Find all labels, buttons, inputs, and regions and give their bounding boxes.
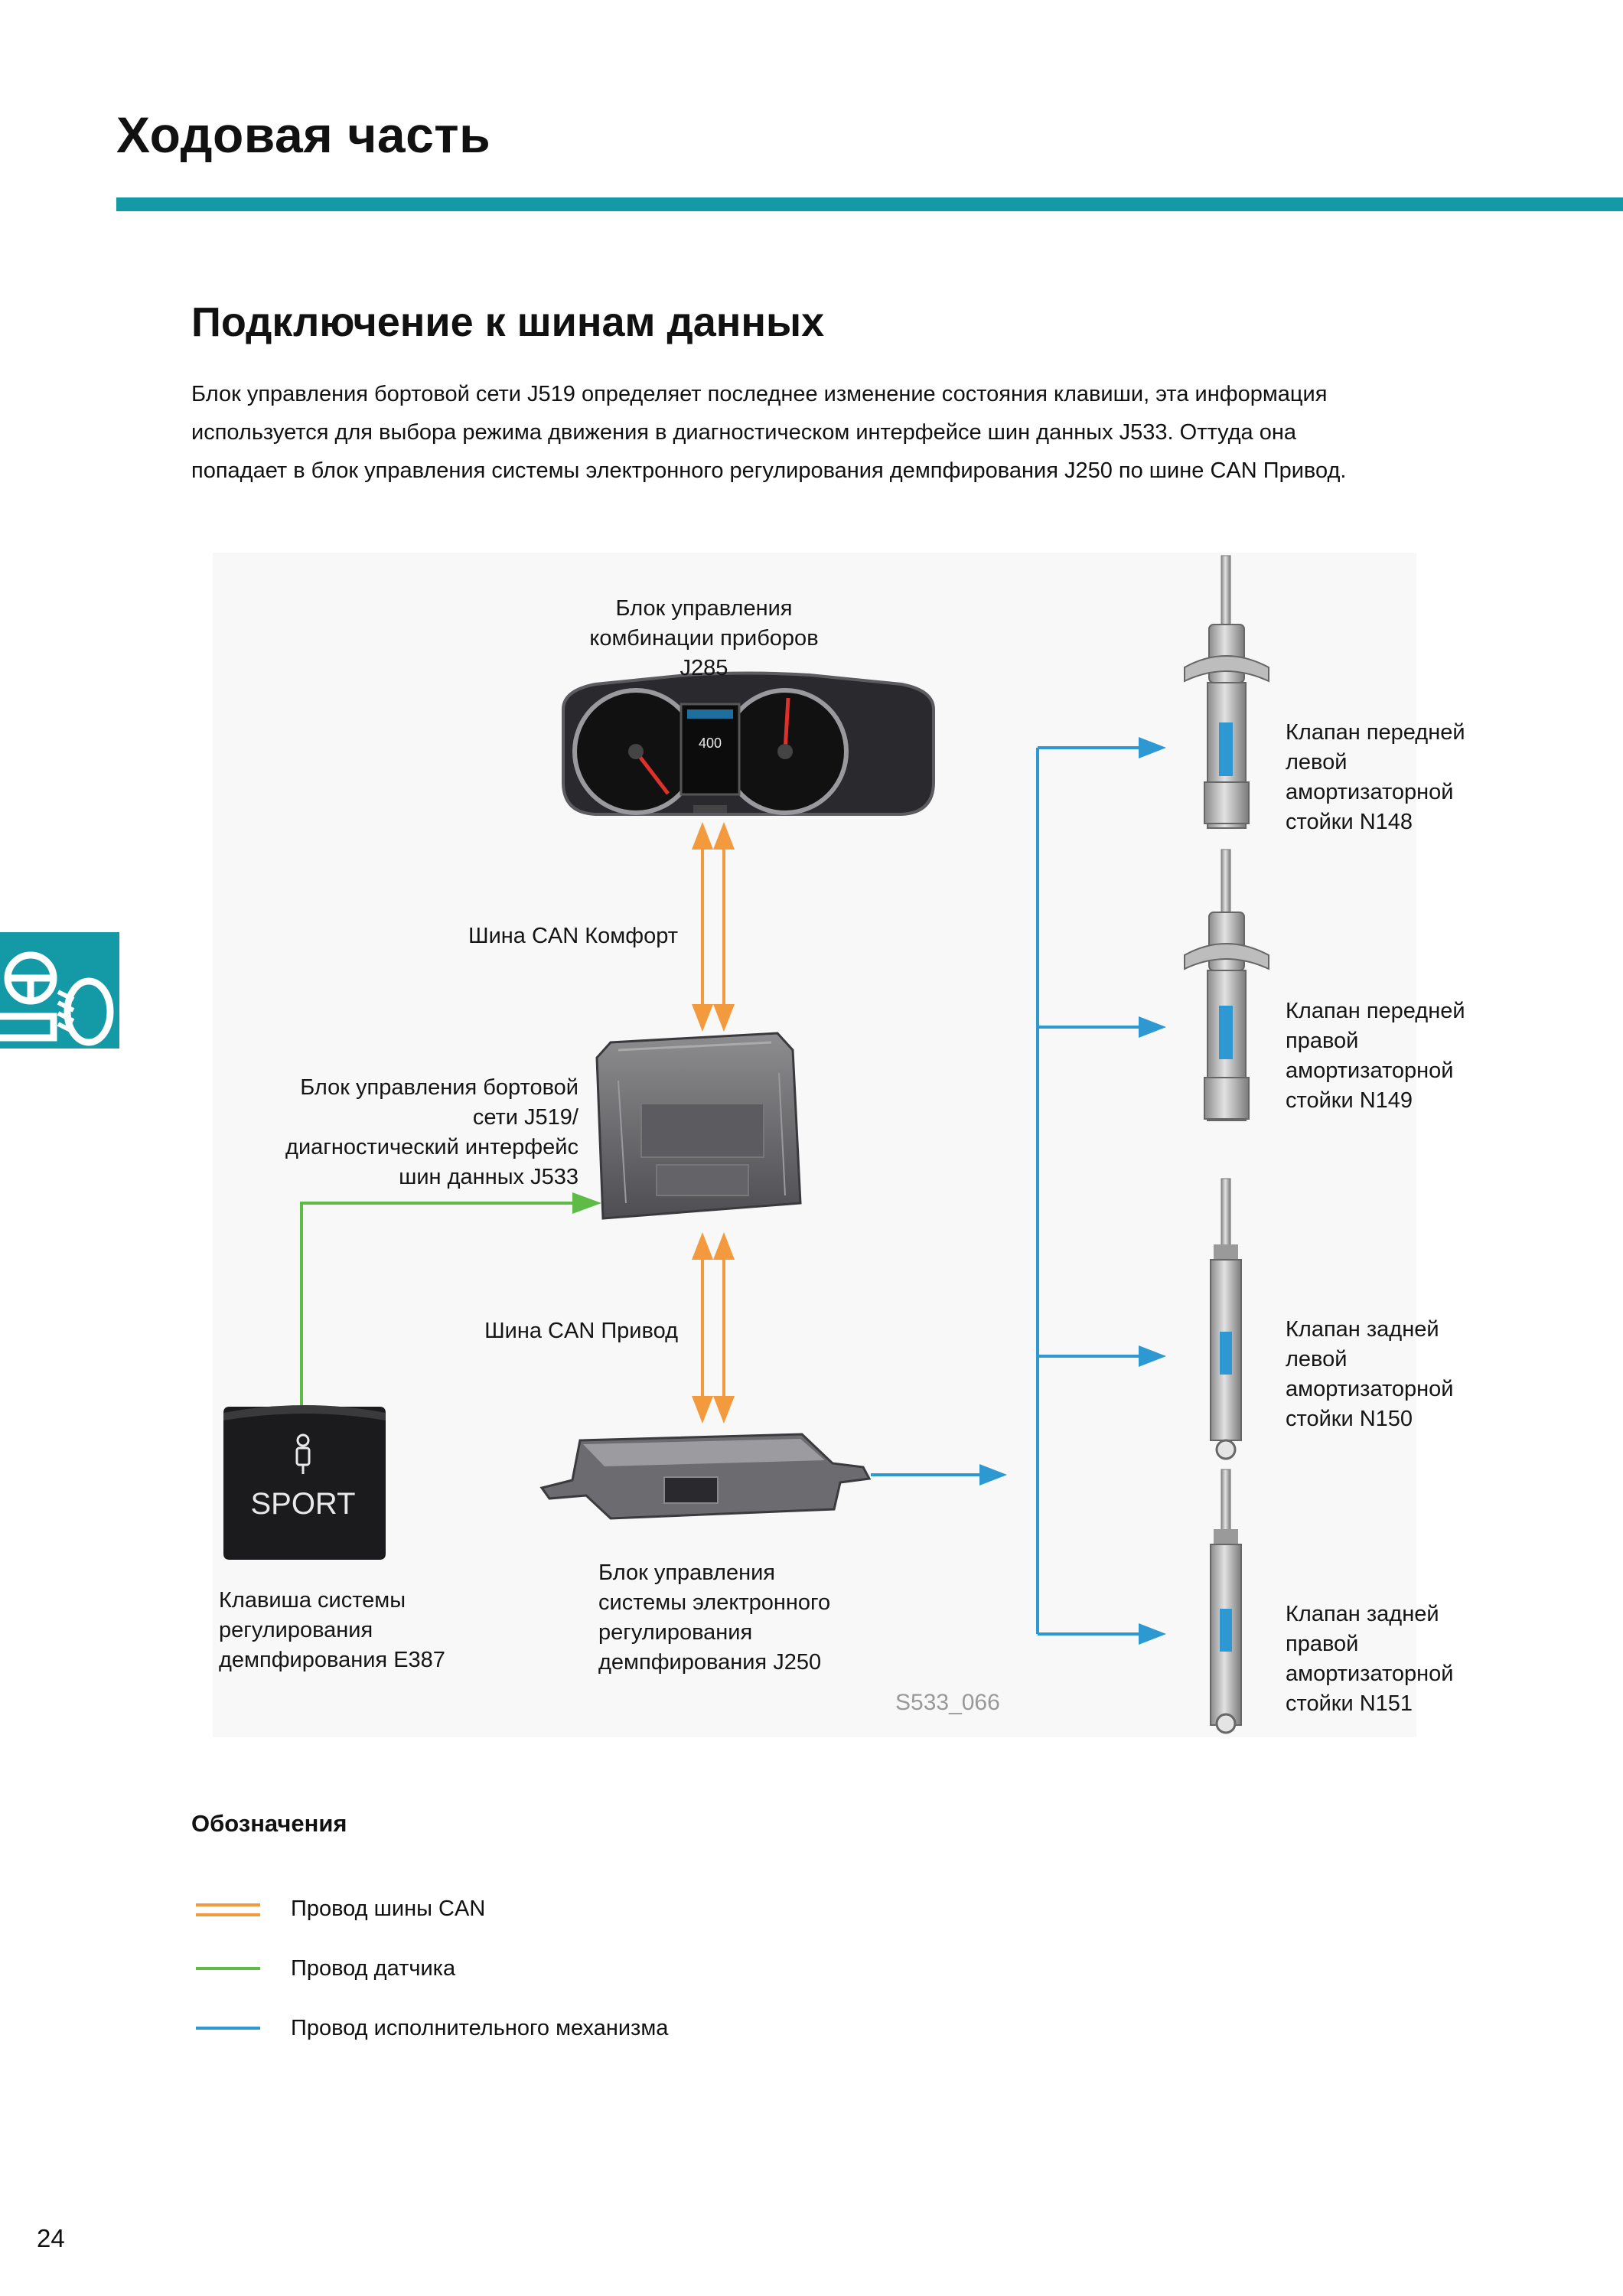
label-line: сети J519/	[472, 1105, 578, 1130]
label-line: Клапан передней	[1286, 720, 1465, 745]
instrument-cluster-label: Блок управления комбинации приборов J285	[551, 594, 857, 683]
bcm-label: Блок управления бортовой сети J519/ диаг…	[245, 1073, 578, 1192]
can-comfort-bus-arrows	[692, 822, 735, 1032]
damping-ecu-image	[539, 1433, 872, 1520]
label-line: регулирования	[219, 1618, 373, 1642]
instrument-cluster-image: 400	[562, 671, 935, 816]
label-line: регулирования	[598, 1620, 753, 1645]
chassis-icon	[0, 951, 114, 1046]
label-line: правой	[1286, 1632, 1359, 1656]
legend-swatch-sensor	[196, 1967, 260, 1970]
label-line: демпфирования J250	[598, 1650, 822, 1675]
cluster-display-readout: 400	[699, 735, 722, 751]
label-line: демпфирования E387	[219, 1648, 445, 1672]
legend-label: Провод датчика	[291, 1956, 456, 1981]
intro-line: используется для выбора режима движения …	[191, 420, 1297, 445]
front-right-strut-image	[1184, 849, 1269, 1121]
section-title: Подключение к шинам данных	[191, 299, 825, 345]
legend-label: Провод шины CAN	[291, 1896, 486, 1921]
label-line: стойки N151	[1286, 1691, 1413, 1716]
intro-line: Блок управления бортовой сети J519 опред…	[191, 382, 1328, 406]
label-line: амортизаторной	[1286, 1377, 1454, 1401]
label-line: левой	[1286, 750, 1348, 775]
label-line: Клавиша системы	[219, 1588, 406, 1613]
label-line: амортизаторной	[1286, 1058, 1454, 1083]
intro-paragraph: Блок управления бортовой сети J519 опред…	[191, 375, 1538, 490]
damping-ecu-label: Блок управления системы электронного рег…	[598, 1558, 889, 1678]
label-line: комбинации приборов	[589, 626, 819, 651]
chapter-title: Ходовая часть	[116, 106, 491, 163]
rear-left-shock-image	[1210, 1178, 1242, 1460]
intro-line: попадает в блок управления системы элект…	[191, 458, 1347, 483]
label-line: системы электронного	[598, 1590, 831, 1615]
label-line: стойки N149	[1286, 1088, 1413, 1113]
label-line: стойки N150	[1286, 1407, 1413, 1431]
bcm-image	[595, 1032, 802, 1220]
page-number: 24	[37, 2224, 65, 2252]
valve-n150-label: Клапан задней левой амортизаторной стойк…	[1286, 1315, 1530, 1434]
label-line: левой	[1286, 1347, 1348, 1371]
rear-right-shock-image	[1210, 1469, 1242, 1734]
label-line: Блок управления	[615, 596, 793, 621]
can-drive-bus-arrows	[692, 1232, 735, 1424]
legend-swatch-can	[196, 1903, 260, 1916]
actuator-wires	[871, 737, 1166, 1645]
label-line: шин данных J533	[399, 1165, 578, 1189]
label-line: амортизаторной	[1286, 780, 1454, 804]
label-line: Блок управления бортовой	[300, 1075, 578, 1100]
valve-n149-label: Клапан передней правой амортизаторной ст…	[1286, 996, 1530, 1116]
can-comfort-label: Шина CAN Комфорт	[468, 924, 678, 948]
label-line: стойки N148	[1286, 810, 1413, 834]
front-left-strut-image	[1184, 555, 1269, 829]
valve-n151-label: Клапан задней правой амортизаторной стой…	[1286, 1600, 1530, 1719]
label-line: Клапан задней	[1286, 1317, 1439, 1342]
label-line: Блок управления	[598, 1561, 775, 1585]
sport-button-text: SPORT	[250, 1487, 355, 1521]
label-line: Клапан передней	[1286, 999, 1465, 1023]
sensor-wire	[300, 1192, 601, 1408]
label-line: диагностический интерфейс	[285, 1135, 578, 1159]
label-line: Клапан задней	[1286, 1602, 1439, 1626]
sport-button-image: SPORT	[223, 1405, 386, 1560]
valve-n148-label: Клапан передней левой амортизаторной сто…	[1286, 718, 1530, 837]
figure-code: S533_066	[895, 1690, 1000, 1715]
label-line: правой	[1286, 1029, 1359, 1053]
label-line: амортизаторной	[1286, 1662, 1454, 1686]
legend-label: Провод исполнительного механизма	[291, 2016, 669, 2040]
chapter-rule	[116, 197, 1623, 211]
sport-button-label: Клавиша системы регулирования демпфирова…	[219, 1586, 494, 1675]
wiring-diagram: 400	[213, 553, 1416, 1737]
can-drive-label: Шина CAN Привод	[484, 1319, 678, 1343]
legend-swatch-actuator	[196, 2027, 260, 2030]
legend-title: Обозначения	[191, 1810, 347, 1837]
chapter-side-tab	[0, 932, 119, 1049]
label-line: J285	[680, 656, 728, 680]
